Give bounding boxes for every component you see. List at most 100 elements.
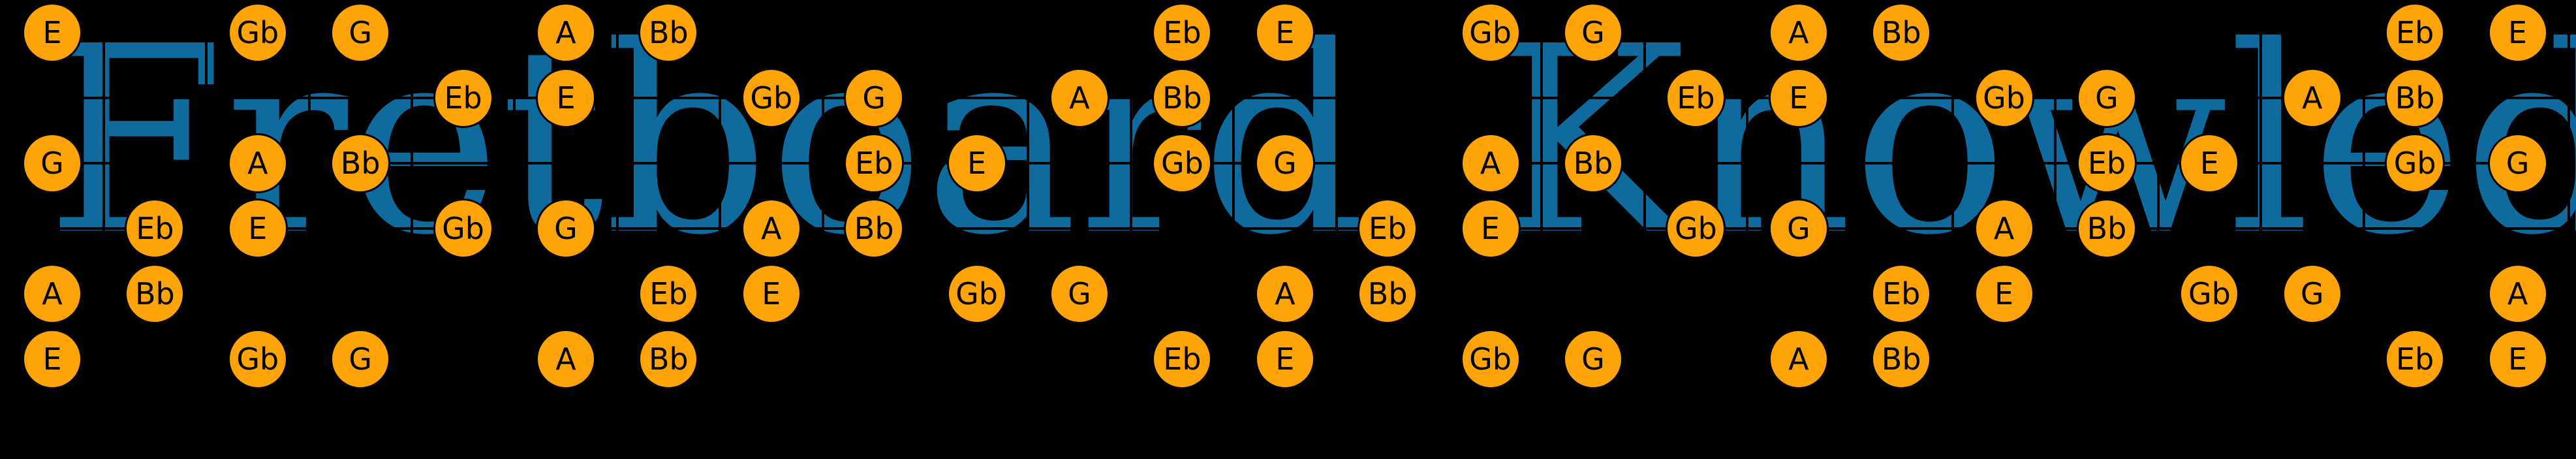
- note-label: G: [2506, 146, 2530, 181]
- fret-line-23: [2362, 31, 2365, 360]
- note-marker-string-1-high-E-fret-23: Eb: [2385, 3, 2445, 63]
- note-marker-string-4-D-fret-16: Gb: [1666, 198, 1726, 259]
- note-marker-string-1-high-E-fret-15: G: [1563, 3, 1623, 63]
- note-marker-string-2-B-fret-16: Eb: [1666, 68, 1726, 128]
- string-line-4: [0, 227, 2570, 230]
- note-marker-string-4-D-fret-17: G: [1768, 198, 1829, 259]
- note-marker-string-1-high-E-fret-24: E: [2487, 3, 2548, 63]
- note-label: A: [2302, 80, 2323, 116]
- note-label: A: [555, 15, 576, 50]
- note-marker-string-3-G-fret-21: E: [2179, 133, 2240, 193]
- note-marker-string-4-D-fret-4: Gb: [433, 198, 493, 259]
- note-label: E: [248, 211, 268, 246]
- note-label: E: [1789, 80, 1808, 116]
- fret-line-21: [2156, 31, 2160, 360]
- fret-line-18: [1848, 31, 1852, 360]
- note-marker-string-1-high-E-fret-12: E: [1254, 3, 1315, 63]
- note-marker-string-2-B-fret-17: E: [1768, 68, 1829, 128]
- fret-line-24: [2464, 31, 2468, 360]
- note-label: G: [349, 341, 373, 377]
- note-marker-string-5-A-fret-13: Bb: [1358, 264, 1418, 324]
- note-label: Eb: [1163, 341, 1202, 377]
- note-marker-string-5-A-fret-6: Eb: [638, 264, 699, 324]
- note-label: A: [1788, 341, 1809, 377]
- note-label: A: [1788, 15, 1809, 50]
- note-marker-string-4-D-fret-8: Bb: [844, 198, 905, 259]
- note-marker-string-1-high-E-fret-0: E: [22, 3, 82, 63]
- note-label: Bb: [1367, 276, 1408, 311]
- fret-line-6: [615, 31, 619, 360]
- note-label: Gb: [750, 80, 793, 116]
- note-label: E: [762, 276, 781, 311]
- note-label: E: [2508, 15, 2528, 50]
- note-marker-string-2-B-fret-19: Gb: [1974, 68, 2034, 128]
- note-label: Bb: [2395, 80, 2435, 116]
- fret-line-8: [821, 31, 824, 360]
- note-marker-string-3-G-fret-24: G: [2487, 133, 2548, 193]
- fret-line-14: [1437, 31, 1440, 360]
- note-marker-string-1-high-E-fret-14: Gb: [1460, 3, 1521, 63]
- note-label: Eb: [2087, 146, 2126, 181]
- note-marker-string-6-low-E-fret-12: E: [1254, 329, 1315, 389]
- note-marker-string-2-B-fret-11: Bb: [1152, 68, 1213, 128]
- note-label: Bb: [649, 15, 689, 50]
- note-marker-string-6-low-E-fret-6: Bb: [638, 329, 699, 389]
- note-marker-string-1-high-E-fret-18: Bb: [1871, 3, 1932, 63]
- fret-line-12: [1232, 31, 1235, 360]
- note-marker-string-5-A-fret-21: Gb: [2179, 264, 2240, 324]
- note-marker-string-3-G-fret-15: Bb: [1563, 133, 1623, 193]
- note-label: Bb: [1162, 80, 1202, 116]
- note-label: E: [967, 146, 987, 181]
- note-marker-string-4-D-fret-2: E: [227, 198, 288, 259]
- note-label: A: [555, 341, 576, 377]
- fret-line-13: [1335, 31, 1338, 360]
- note-label: Eb: [444, 80, 482, 116]
- note-label: Eb: [1882, 276, 1921, 311]
- fret-line-17: [1746, 31, 1749, 360]
- fret-line-3: [307, 31, 311, 360]
- note-marker-string-6-low-E-fret-23: Eb: [2385, 329, 2445, 389]
- note-marker-string-5-A-fret-12: A: [1254, 264, 1315, 324]
- fret-line-15: [1540, 31, 1544, 360]
- note-label: Eb: [855, 146, 893, 181]
- note-marker-string-5-A-fret-7: E: [741, 264, 801, 324]
- note-marker-string-5-A-fret-0: A: [22, 264, 82, 324]
- note-label: E: [42, 15, 62, 50]
- note-label: Eb: [1677, 80, 1715, 116]
- note-marker-string-6-low-E-fret-11: Eb: [1152, 329, 1213, 389]
- note-label: E: [1275, 15, 1295, 50]
- note-label: G: [1068, 276, 1091, 311]
- note-marker-string-4-D-fret-7: A: [741, 198, 801, 259]
- fret-line-5: [513, 31, 516, 360]
- note-marker-string-4-D-fret-14: E: [1460, 198, 1521, 259]
- note-label: G: [1786, 211, 1810, 246]
- note-marker-string-6-low-E-fret-3: G: [330, 329, 391, 389]
- note-label: E: [42, 341, 62, 377]
- note-marker-string-4-D-fret-5: G: [536, 198, 596, 259]
- fret-line-4: [410, 31, 413, 360]
- note-marker-string-6-low-E-fret-18: Bb: [1871, 329, 1932, 389]
- note-label: Gb: [1469, 15, 1512, 50]
- note-label: Gb: [1983, 80, 2026, 116]
- fret-line-7: [719, 31, 722, 360]
- note-label: G: [2300, 276, 2324, 311]
- fret-line-22: [2259, 31, 2263, 360]
- note-marker-string-2-B-fret-22: A: [2282, 68, 2342, 128]
- note-marker-string-1-high-E-fret-17: A: [1768, 3, 1829, 63]
- note-marker-string-3-G-fret-20: Eb: [2077, 133, 2137, 193]
- note-label: Bb: [1881, 15, 1921, 50]
- note-marker-string-2-B-fret-7: Gb: [741, 68, 801, 128]
- note-label: Eb: [136, 211, 174, 246]
- note-label: Gb: [236, 341, 279, 377]
- note-marker-string-5-A-fret-19: E: [1974, 264, 2034, 324]
- note-marker-string-1-high-E-fret-5: A: [536, 3, 596, 63]
- fret-line-25: [2568, 31, 2571, 360]
- note-marker-string-6-low-E-fret-15: G: [1563, 329, 1623, 389]
- note-label: Gb: [442, 211, 485, 246]
- fret-line-2: [205, 31, 208, 360]
- note-label: Bb: [135, 276, 175, 311]
- note-marker-string-2-B-fret-10: A: [1049, 68, 1110, 128]
- note-label: G: [554, 211, 578, 246]
- string-line-2: [0, 97, 2570, 99]
